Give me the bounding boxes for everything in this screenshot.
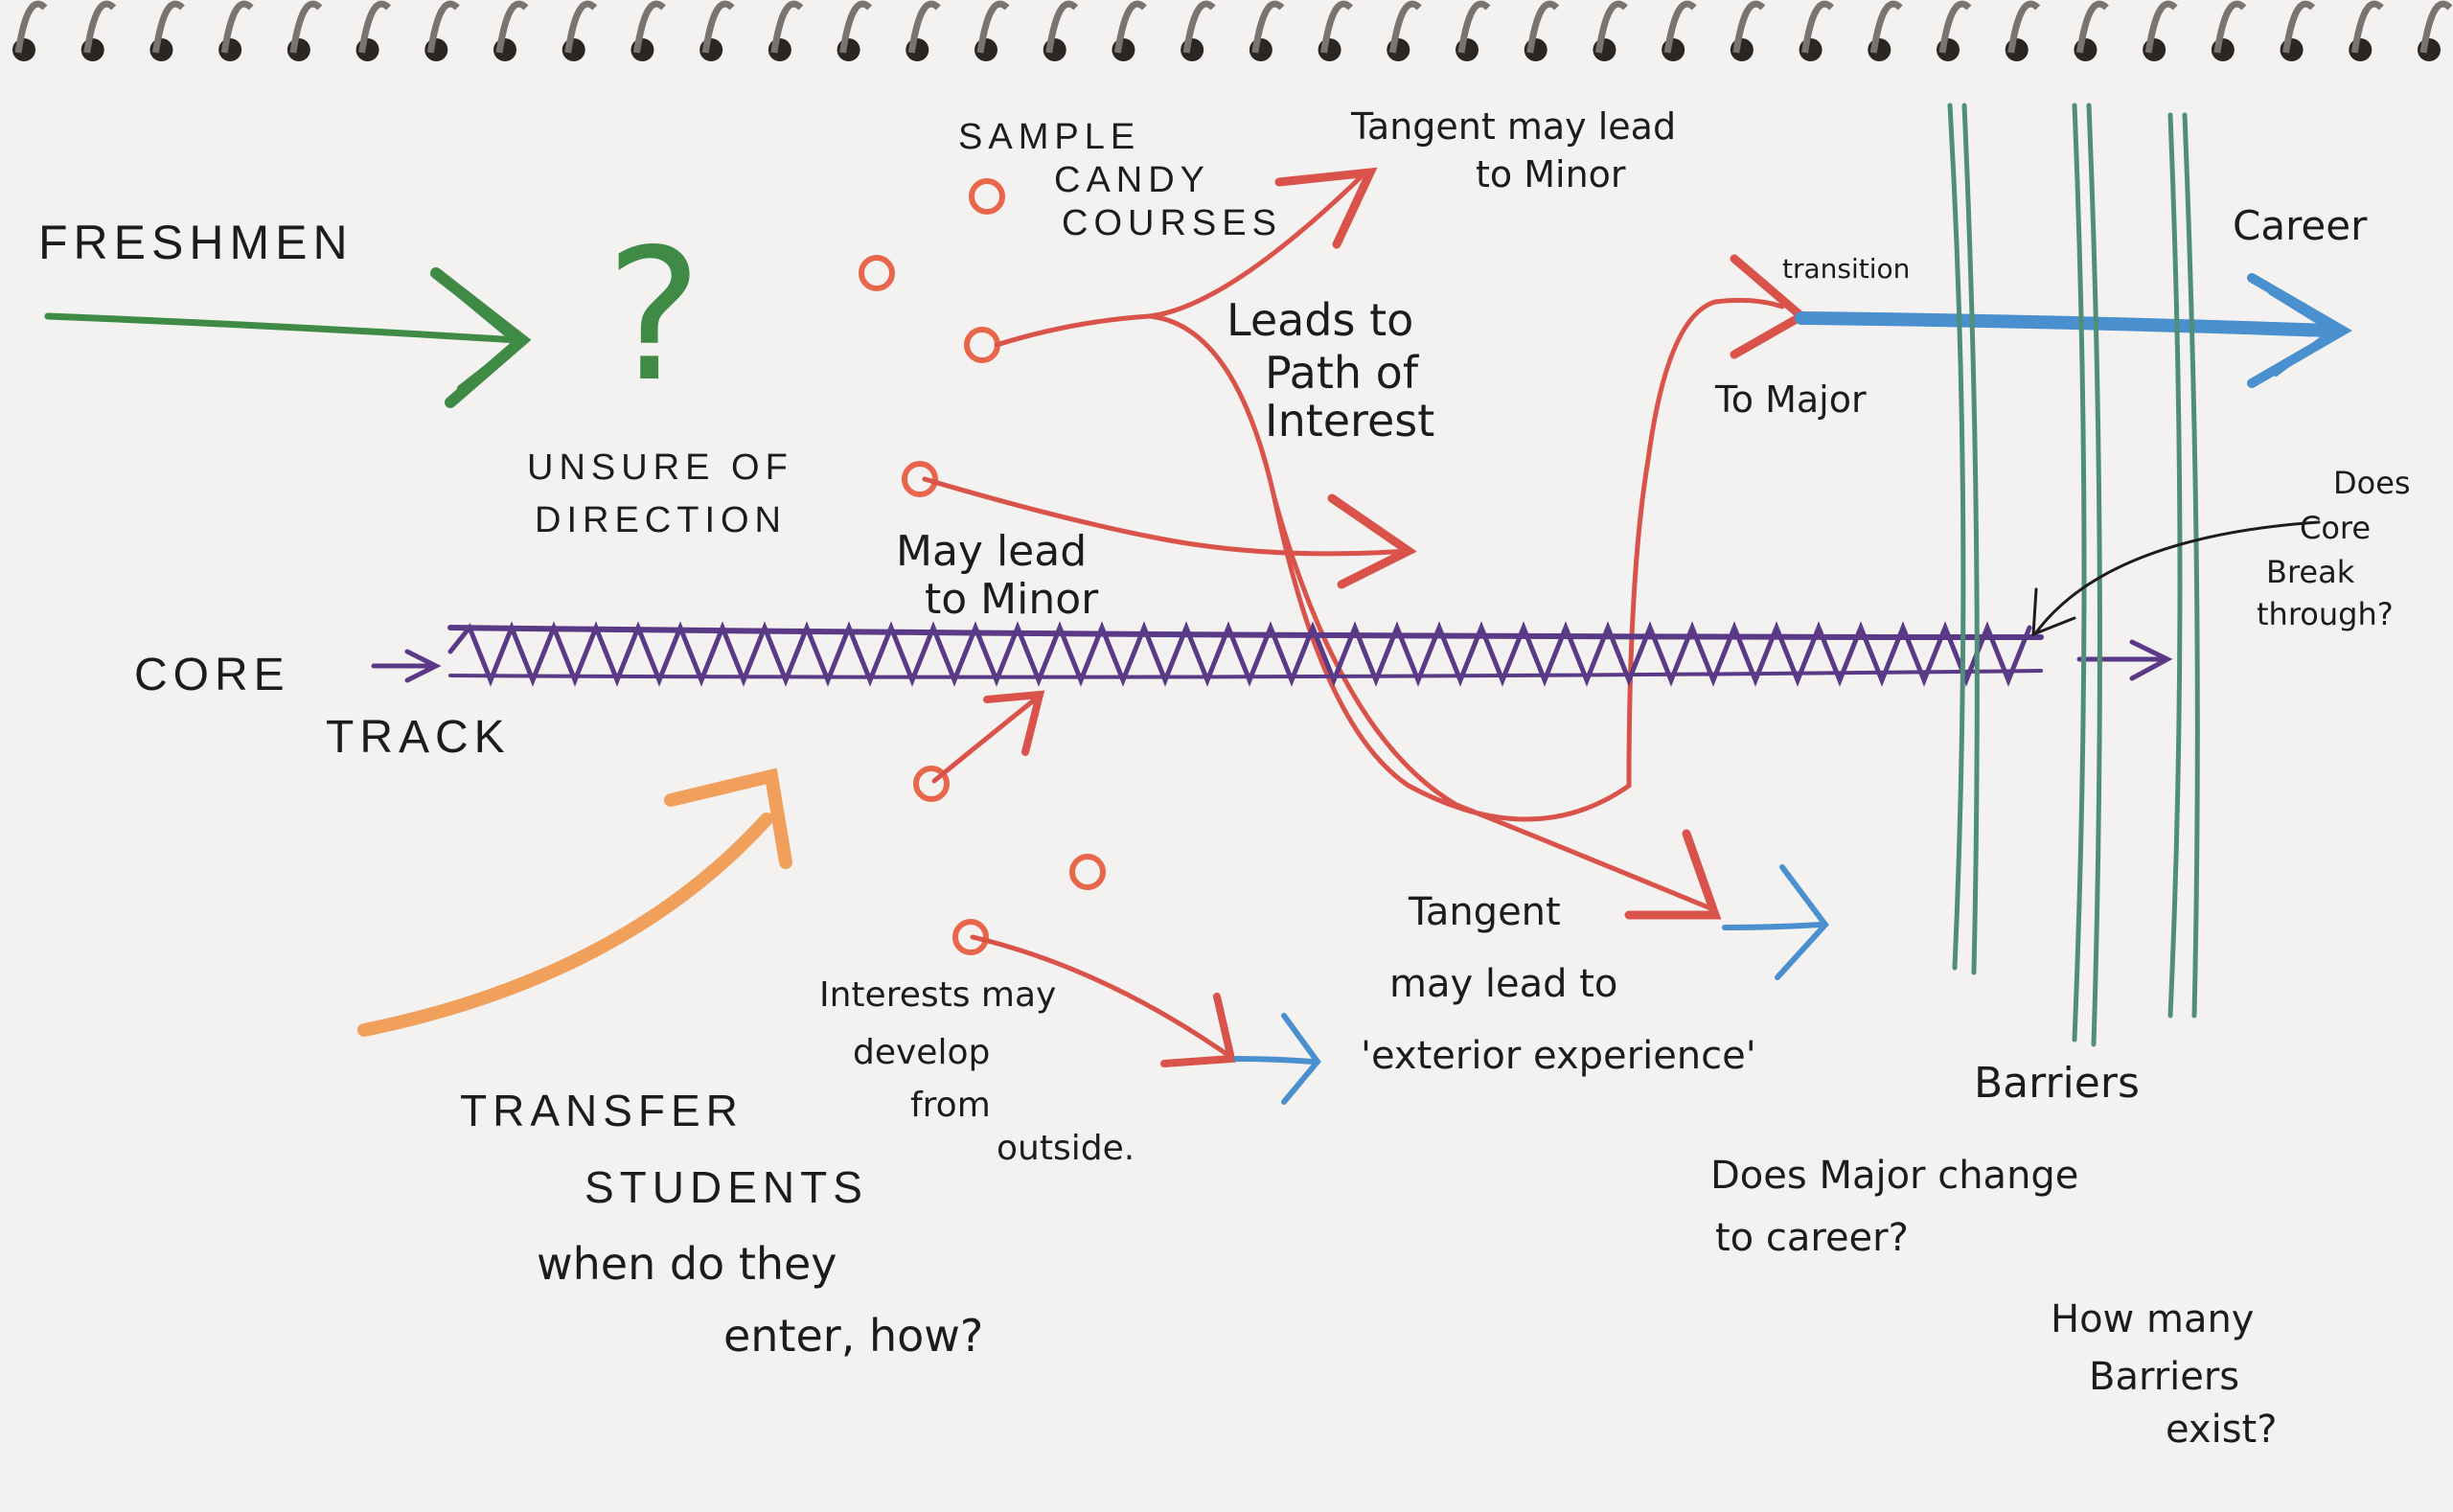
transition-label: transition [1782, 253, 1910, 285]
binding-ring [1732, 0, 1766, 54]
binding-ring [2282, 0, 2316, 54]
binding-ring [1869, 0, 1903, 54]
binding-ring [907, 0, 941, 54]
sample-label-3: COURSES [1062, 203, 1282, 243]
may-minor-label-2: to Minor [925, 575, 1099, 624]
tangent-minor-label-2: to Minor [1476, 153, 1626, 195]
binding-ring [289, 0, 323, 54]
unsure-label-1: UNSURE OF [527, 447, 793, 488]
how-many-label-1: How many [2051, 1297, 2254, 1341]
binding-ring [1251, 0, 1285, 54]
transfer-arrow [357, 767, 792, 1037]
tangent-minor-label-1: Tangent may lead [1350, 105, 1676, 148]
career-label: Career [2233, 202, 2368, 249]
binding-ring [2350, 0, 2384, 54]
transfer-question-1: when do they [537, 1238, 837, 1290]
binding-ring [1045, 0, 1079, 54]
core-label: CORE [134, 650, 290, 700]
major-career-label-2: to career? [1715, 1216, 1909, 1260]
binding-ring [2075, 0, 2109, 54]
core-break-label-4: through? [2257, 596, 2394, 632]
binding-ring [770, 0, 804, 54]
core-track [371, 621, 2173, 687]
binding-ring [151, 0, 185, 54]
binding-ring [1320, 0, 1354, 54]
leads-label-2: Path of [1265, 347, 1420, 399]
binding-ring [632, 0, 666, 54]
tangent-ext-label-3: 'exterior experience' [1361, 1034, 1756, 1078]
binding-ring [976, 0, 1010, 54]
spiral-binding [12, 0, 2453, 61]
interests-label-2: develop [853, 1033, 990, 1072]
unsure-label-2: DIRECTION [535, 500, 787, 540]
leads-label-3: Interest [1265, 395, 1434, 447]
binding-ring [2007, 0, 2041, 54]
binding-ring [358, 0, 392, 54]
binding-ring [2144, 0, 2178, 54]
sample-label-1: SAMPLE [958, 117, 1140, 157]
core-break-pointer [2031, 520, 2321, 637]
binding-ring [2213, 0, 2247, 54]
transfer-label-1: TRANSFER [460, 1086, 744, 1135]
major-career-label-1: Does Major change [1710, 1154, 2078, 1198]
core-track-zigzag [447, 621, 2032, 687]
binding-ring [564, 0, 598, 54]
may-minor-label-1: May lead [896, 527, 1087, 576]
binding-ring [1526, 0, 1560, 54]
binding-ring [1801, 0, 1835, 54]
interests-label-4: outside. [997, 1129, 1135, 1168]
binding-ring [220, 0, 254, 54]
barriers-label: Barriers [1974, 1059, 2140, 1108]
question-mark: ? [606, 210, 702, 422]
labels: FRESHMEN UNSURE OF DIRECTION SAMPLE CAND… [38, 105, 2411, 1452]
barriers [1947, 103, 2200, 1047]
transfer-question-2: enter, how? [723, 1310, 983, 1362]
binding-ring [1113, 0, 1147, 54]
transfer-label-2: STUDENTS [585, 1162, 868, 1212]
binding-ring [1594, 0, 1628, 54]
blue-arrows [1233, 273, 2352, 1105]
binding-ring [83, 0, 117, 54]
binding-ring [426, 0, 460, 54]
course-dots [859, 178, 1106, 955]
freshmen-arrow [44, 267, 532, 408]
sample-label-2: CANDY [1054, 160, 1210, 200]
binding-ring [1938, 0, 1972, 54]
to-major-label: To Major [1714, 378, 1867, 421]
how-many-label-2: Barriers [2089, 1355, 2239, 1399]
track-label: TRACK [326, 712, 511, 763]
binding-ring [14, 0, 48, 54]
binding-ring [1182, 0, 1216, 54]
binding-ring [495, 0, 529, 54]
binding-ring [1388, 0, 1422, 54]
binding-ring [701, 0, 735, 54]
tangent-ext-label-1: Tangent [1408, 890, 1561, 934]
freshmen-label: FRESHMEN [38, 216, 354, 269]
leads-label-1: Leads to [1226, 294, 1413, 346]
core-break-label-1: Does [2333, 465, 2411, 501]
interests-label-1: Interests may [819, 975, 1056, 1015]
core-break-label-2: Core [2300, 510, 2371, 546]
how-many-label-3: exist? [2166, 1408, 2277, 1452]
binding-ring [1663, 0, 1697, 54]
interests-label-3: from [910, 1086, 991, 1125]
binding-ring [839, 0, 873, 54]
core-break-label-3: Break [2266, 554, 2355, 590]
tangent-ext-label-2: may lead to [1389, 962, 1617, 1006]
binding-ring [2419, 0, 2453, 54]
binding-ring [1457, 0, 1491, 54]
